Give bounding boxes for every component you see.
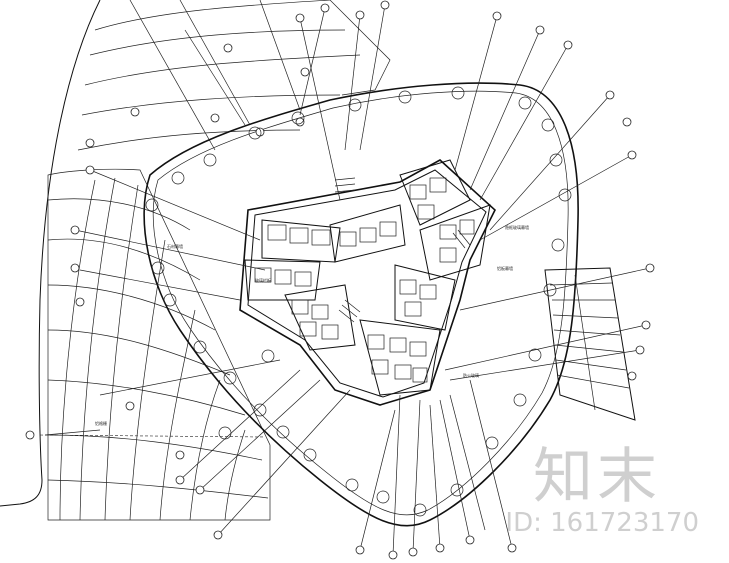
note-label-3: 防火玻璃 [463, 372, 479, 378]
leader-lines [44, 4, 651, 556]
note-label-1: 隐框玻璃幕墙 [505, 224, 529, 230]
note-label-2: 铝板幕墙 [497, 265, 513, 271]
watermark-id: ID: 161723170 [505, 508, 699, 538]
note-label-5: 铝格栅 [95, 420, 107, 426]
podium-outline [143, 82, 579, 527]
landscape-zone-left [47, 168, 271, 521]
grid-line [39, 434, 266, 438]
site-boundary [0, 0, 101, 507]
right-stair-element [544, 267, 636, 421]
column-markers [145, 86, 572, 517]
note-label-6: 玻璃栏板 [255, 277, 271, 283]
note-label-4: 石材幕墙 [167, 243, 183, 249]
watermark-logo: 知末 [533, 442, 661, 512]
reference-bubbles [25, 0, 655, 560]
tower-core [239, 159, 496, 406]
landscape-zone-top [77, 0, 391, 151]
podium-inner-outline [152, 90, 569, 516]
plan-notes: 隐框玻璃幕墙 铝板幕墙 防火玻璃 石材幕墙 铝格栅 玻璃栏板 [95, 224, 529, 426]
